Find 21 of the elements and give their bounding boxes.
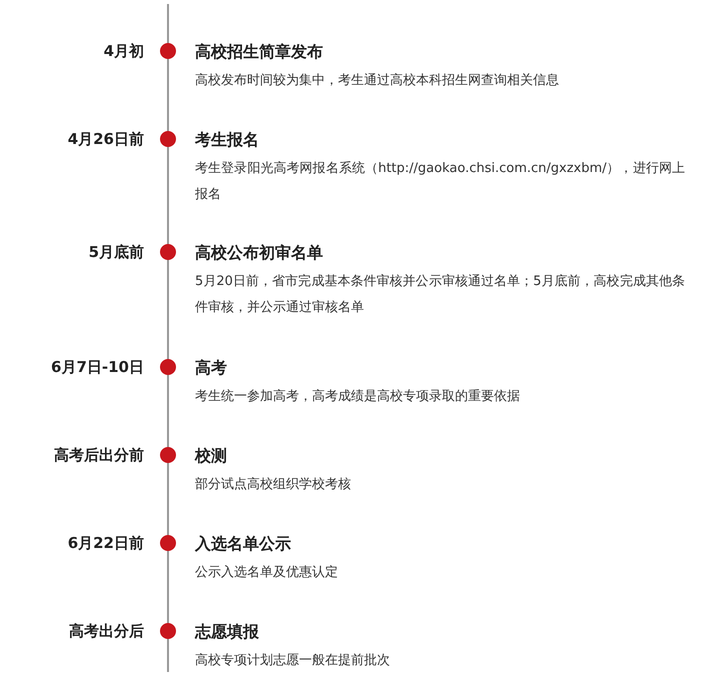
- date-label: 6月22日前: [68, 533, 144, 554]
- event-description: 高校专项计划志愿一般在提前批次: [195, 652, 391, 670]
- event-title: 考生报名: [195, 129, 260, 151]
- event-title: 高考: [195, 357, 228, 379]
- event-description: 高校发布时间较为集中，考生通过高校本科招生网查询相关信息: [195, 72, 560, 90]
- date-label: 高考出分后: [69, 621, 144, 642]
- event-description: 5月20日前，省市完成基本条件审核并公示审核通过名单；5月底前，高校完成其他条件审核，并公示通过审核名单: [195, 273, 685, 317]
- event-title: 校测: [195, 445, 228, 467]
- event-title: 高校招生简章发布: [195, 41, 324, 63]
- date-label: 高考后出分前: [54, 445, 144, 466]
- event-description: 部分试点高校组织学校考核: [195, 476, 352, 494]
- date-label: 5月底前: [88, 242, 144, 263]
- date-label: 4月26日前: [68, 129, 144, 150]
- date-label: 6月7日-10日: [51, 357, 144, 378]
- event-description: 考生统一参加高考，高考成绩是高校专项录取的重要依据: [195, 388, 521, 406]
- event-title: 入选名单公示: [195, 533, 292, 555]
- event-description: 公示入选名单及优惠认定: [195, 564, 339, 582]
- event-title: 志愿填报: [195, 621, 260, 643]
- date-label: 4月初: [104, 41, 144, 62]
- event-title: 高校公布初审名单: [195, 242, 324, 264]
- event-description: 考生登录阳光高考网报名系统（http://gaokao.chsi.com.cn/gxzxbm/），进行网上报名: [195, 160, 685, 204]
